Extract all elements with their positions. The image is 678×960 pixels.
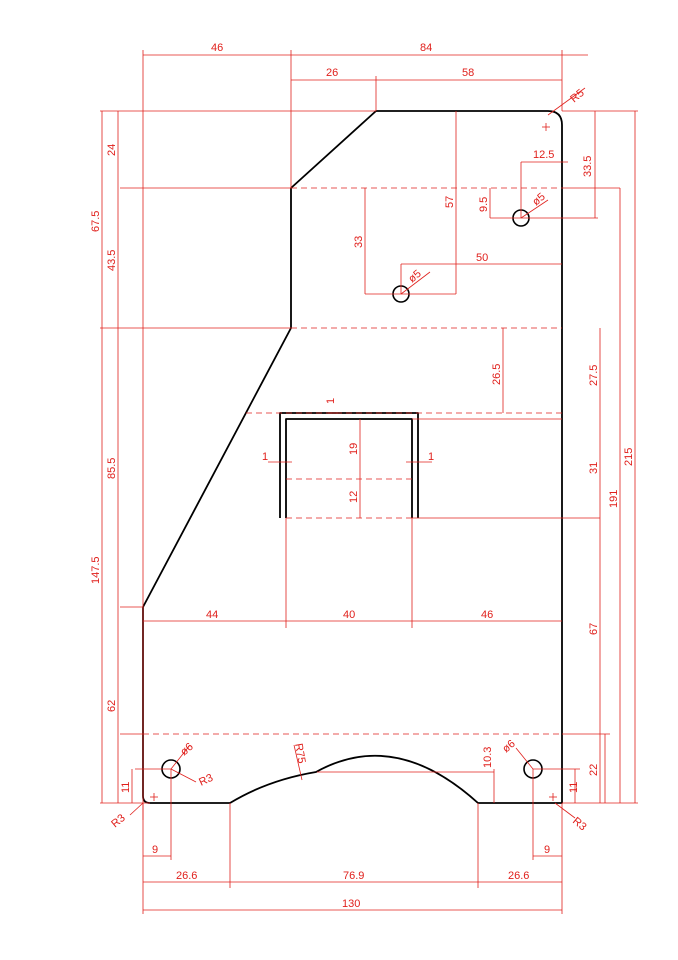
dimension-lines	[100, 50, 638, 914]
dim-67-5-left: 67.5	[90, 211, 102, 232]
dim-33: 33	[353, 236, 365, 248]
dim-22: 22	[588, 764, 600, 776]
dim-62-left: 62	[106, 700, 118, 712]
dim-10-3: 10.3	[482, 747, 494, 768]
dim-r3-hole: R3	[197, 772, 215, 789]
dim-9-5: 9.5	[478, 197, 490, 212]
dim-40: 40	[343, 609, 355, 621]
dim-50: 50	[476, 252, 488, 264]
dim-r75: R75	[292, 742, 307, 764]
dim-58-top: 58	[462, 67, 474, 79]
dim-11-left: 11	[120, 782, 132, 793]
dim-85-5-left: 85.5	[106, 458, 118, 479]
dim-1-left: 1	[262, 451, 268, 463]
dim-33-5: 33.5	[582, 156, 594, 177]
dimension-labels: 46 84 26 58 R5 12.5 33.5 9.5 ø5 57 33 ø5…	[90, 42, 635, 910]
dim-215: 215	[623, 448, 635, 466]
dim-r3-right: R3	[570, 815, 588, 833]
dim-26-6-left: 26.6	[176, 870, 197, 882]
dim-147-5-left: 147.5	[90, 556, 102, 584]
dim-43-5-left: 43.5	[106, 250, 118, 271]
dim-67: 67	[588, 623, 600, 635]
dim-130: 130	[342, 898, 360, 910]
dim-1-top: 1	[325, 398, 337, 404]
dim-57: 57	[444, 196, 456, 208]
dim-26-top: 26	[326, 67, 338, 79]
dim-9-right: 9	[544, 844, 550, 856]
dim-12-5: 12.5	[533, 149, 554, 161]
dim-19: 19	[348, 443, 360, 455]
dim-31: 31	[588, 462, 600, 474]
dim-dia5-a: ø5	[530, 191, 548, 208]
dim-84-top: 84	[420, 42, 432, 54]
dim-dia5-b: ø5	[406, 268, 424, 285]
dim-r5: R5	[568, 87, 586, 105]
dim-12: 12	[348, 491, 360, 503]
dim-191: 191	[608, 490, 620, 508]
dim-26-6-right: 26.6	[508, 870, 529, 882]
dim-46-top: 46	[211, 42, 223, 54]
dim-27-5: 27.5	[588, 365, 600, 386]
dim-26-5: 26.5	[491, 364, 503, 385]
dim-9-left: 9	[152, 844, 158, 856]
dim-dia6-left: ø6	[178, 741, 196, 758]
dim-76-9: 76.9	[343, 870, 364, 882]
dim-dia6-right: ø6	[500, 738, 518, 755]
dim-r3-left: R3	[109, 812, 127, 830]
part-outline	[142, 110, 563, 804]
dim-24-left: 24	[106, 144, 118, 156]
dim-11-right: 11	[568, 782, 580, 793]
dim-1-right: 1	[428, 451, 434, 463]
reference-lines	[143, 187, 562, 735]
dim-44: 44	[206, 609, 218, 621]
dim-46-mid: 46	[481, 609, 493, 621]
